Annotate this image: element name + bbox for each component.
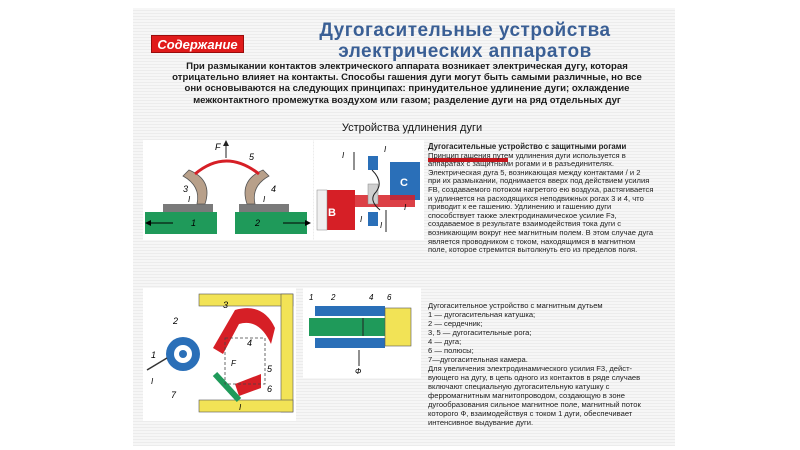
label-1: 1 — [191, 218, 196, 228]
fig4-label-4: 4 — [369, 293, 374, 302]
section1-heading: Дугогасительные устройство с защитными р… — [428, 142, 627, 151]
page-title: Дугогасительные устройства электрических… — [260, 20, 670, 62]
section2-item: 2 — сердечник; — [428, 319, 483, 328]
label-F: F — [215, 142, 221, 152]
fig4-label-6: 6 — [387, 293, 392, 302]
section2-item: 4 — дуга; — [428, 337, 462, 346]
horns-diagram: 3 4 5 F 1 2 I I — [145, 140, 311, 234]
section2-description: Дугогасительное устройство с магнитным д… — [428, 301, 654, 427]
fig3-label-I-left: I — [151, 377, 154, 386]
fig3-label-1: 1 — [151, 350, 156, 360]
blowout-diagram: 1 2 3 4 5 6 7 F I I — [146, 293, 294, 413]
fig2-label-I-top-right: I — [384, 145, 387, 154]
contents-button[interactable]: Содержание — [151, 35, 244, 53]
section2-item: 3, 5 — дугогасительные рога; — [428, 328, 532, 337]
fig2-label-I-top-left: I — [342, 151, 345, 160]
section1-body: Принцип гашения путем удлинения дуги исп… — [428, 150, 654, 255]
highlight-bar — [428, 158, 508, 162]
fig4-label-1: 1 — [309, 293, 313, 302]
title-line-2: электрических аппаратов — [338, 41, 592, 62]
label-I-left: I — [188, 195, 191, 204]
fig2-label-I-mid: I — [360, 215, 363, 224]
section2-body: Для увеличения электродинамического усил… — [428, 364, 641, 427]
figure-poles-coil: 1 2 4 6 Ф — [303, 288, 421, 378]
fig3-label-3: 3 — [223, 300, 228, 310]
title-line-1: Дугогасительные устройства — [319, 20, 611, 41]
label-3: 3 — [183, 184, 188, 194]
poles-diagram: 1 2 4 6 Ф — [309, 293, 412, 376]
magnet-diagram: I I B C I I I — [316, 145, 420, 232]
fig4-label-Ф: Ф — [355, 367, 362, 376]
fig4-label-2: 2 — [330, 293, 336, 302]
section2-item: 1 — дугогасительная катушка; — [428, 310, 536, 319]
fig3-label-6: 6 — [267, 384, 272, 394]
section1-description: Дугогасительные устройство с защитными р… — [428, 142, 654, 255]
fig3-label-F: F — [231, 359, 237, 368]
fig3-label-4: 4 — [247, 338, 252, 348]
figure-protective-horns: 3 4 5 F 1 2 I I — [143, 140, 313, 240]
fig2-label-C: C — [400, 177, 408, 189]
section2-item: 7—дугогасительная камера. — [428, 355, 528, 364]
fig3-label-I-bottom: I — [239, 403, 242, 412]
section2-item: 6 — полюсы; — [428, 346, 474, 355]
fig3-label-2: 2 — [172, 316, 178, 326]
fig3-label-7: 7 — [171, 390, 177, 400]
figure-magnetic-blowout: 1 2 3 4 5 6 7 F I I — [143, 288, 296, 421]
fig2-label-B: B — [328, 207, 336, 219]
section-subheading: Устройства удлинения дуги — [341, 122, 483, 134]
fig2-label-I-right: I — [404, 203, 407, 212]
fig3-label-5: 5 — [267, 364, 273, 374]
intro-paragraph: При размыкании контактов электрического … — [172, 61, 642, 106]
label-4: 4 — [271, 184, 276, 194]
label-I-right: I — [263, 195, 266, 204]
section2-heading: Дугогасительное устройство с магнитным д… — [428, 301, 603, 310]
label-2: 2 — [254, 218, 260, 228]
fig2-label-I-bottom: I — [380, 221, 383, 230]
figure-magnet-contacts: I I B C I I I — [314, 140, 424, 240]
label-5: 5 — [249, 152, 255, 162]
